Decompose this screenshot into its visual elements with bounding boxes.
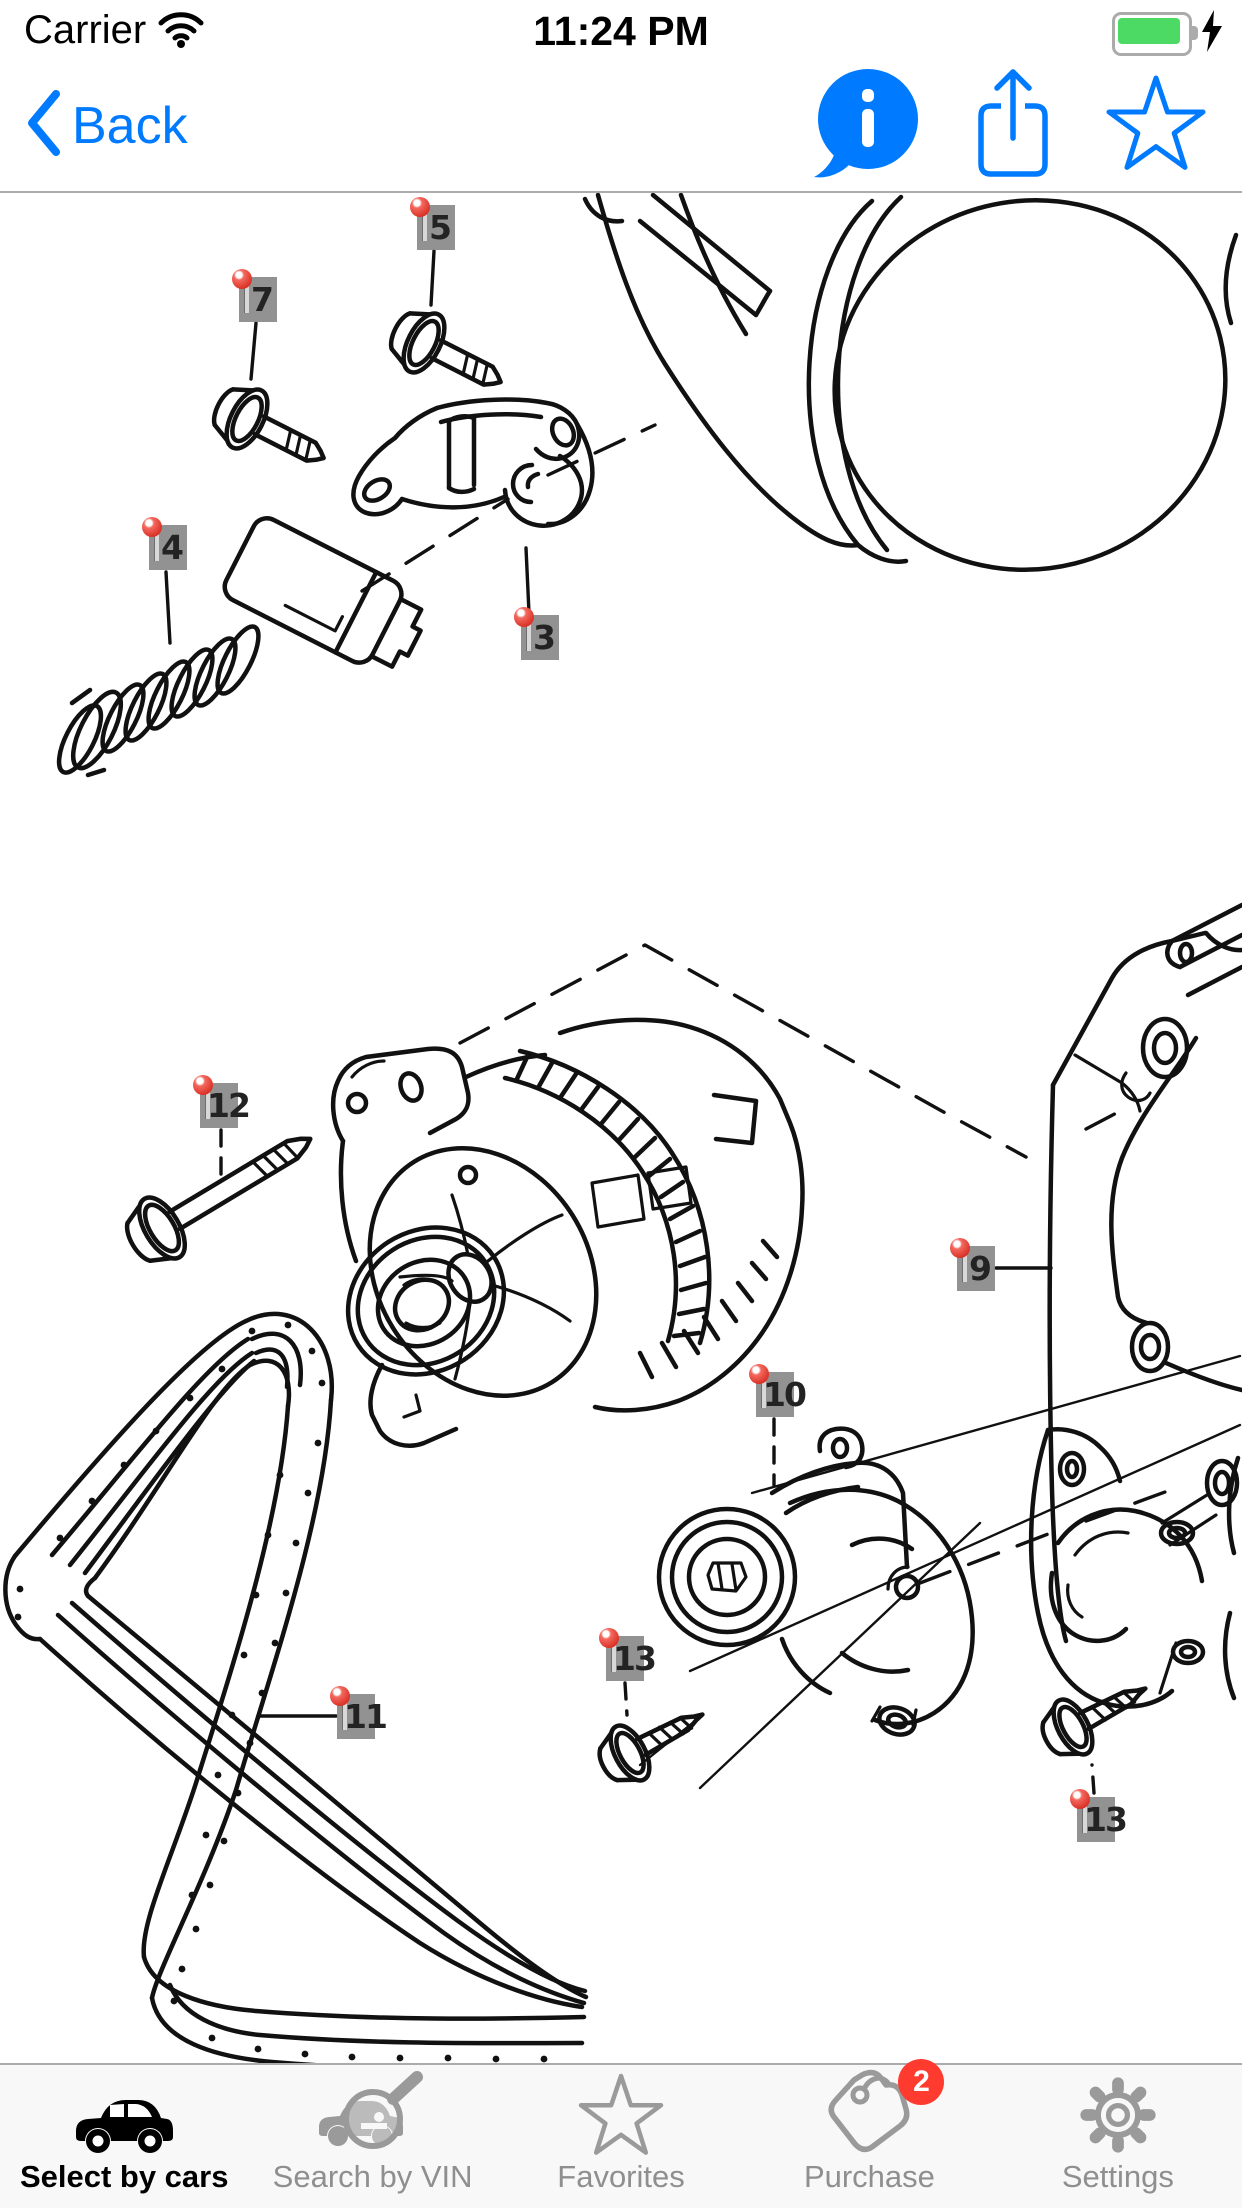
part-label-7[interactable]: 7 (232, 269, 277, 322)
tab-label: Select by cars (19, 2159, 229, 2194)
part-number: 11 (344, 1697, 388, 1736)
back-button[interactable]: Back (26, 60, 188, 191)
part-label-12[interactable]: 12 (193, 1075, 251, 1128)
bolt-5 (388, 311, 503, 387)
tab-label: Purchase (803, 2159, 935, 2194)
pin-stem (962, 1252, 967, 1282)
part-number: 9 (969, 1249, 992, 1288)
nav-bar: Back (0, 60, 1242, 193)
pin-stem (244, 283, 249, 313)
belt-ribs (49, 1331, 588, 2046)
map-pin-icon (232, 269, 252, 289)
alternator (330, 1017, 805, 1448)
diagram-line-art (3, 193, 1242, 2063)
status-time: 11:24 PM (533, 8, 709, 54)
chevron-left-icon (26, 90, 62, 161)
bolt-12 (124, 1136, 313, 1264)
tab-label: Favorites (557, 2159, 685, 2194)
tab-label: Search by VIN (272, 2159, 473, 2194)
map-pin-icon (1070, 1789, 1090, 1809)
part-label-5[interactable]: 5 (410, 197, 455, 250)
tab-label: Settings (1061, 2159, 1174, 2194)
axis-lines (458, 943, 1242, 1790)
part-label-11[interactable]: 11 (330, 1686, 388, 1739)
part-label-4[interactable]: 4 (142, 517, 187, 570)
tab-search-by-vin[interactable]: Search by VIN (248, 2065, 496, 2208)
belt (3, 1311, 589, 2063)
part-label-3[interactable]: 3 (514, 607, 559, 660)
pin-stem (526, 621, 531, 651)
charging-bolt-icon (1200, 10, 1224, 57)
tab-purchase[interactable]: 2 Purchase (745, 2059, 993, 2208)
tab-select-by-cars[interactable]: Select by cars (0, 2065, 248, 2208)
map-pin-icon (193, 1075, 213, 1095)
star-icon (578, 2071, 664, 2155)
wifi-icon (158, 8, 204, 53)
part-number: 12 (207, 1086, 251, 1125)
part-label-13[interactable]: 13 (1070, 1789, 1128, 1842)
map-pin-icon (950, 1238, 970, 1258)
map-pin-icon (410, 197, 430, 217)
map-pin-icon (514, 607, 534, 627)
bracket-3 (351, 397, 657, 593)
pin-stem (611, 1642, 616, 1672)
belt-stipple (14, 1321, 548, 2063)
bolt-7 (211, 387, 326, 463)
pin-stem (342, 1700, 347, 1730)
carrier-label: Carrier (24, 8, 147, 52)
parts-diagram: 5 7 4 3 12 9 10 13 11 13 (0, 193, 1242, 2063)
pin-stem (1082, 1803, 1087, 1833)
part-number: 5 (429, 208, 452, 247)
back-label: Back (72, 96, 188, 155)
part-number: 13 (1084, 1800, 1128, 1839)
favorite-star-icon[interactable] (1106, 74, 1206, 177)
leader-lines (164, 249, 1096, 1795)
pin-stem (761, 1378, 766, 1408)
tag-icon: 2 (824, 2059, 945, 2155)
map-pin-icon (749, 1364, 769, 1384)
pin-stem (205, 1089, 210, 1119)
pump-cylinder (582, 193, 1239, 572)
screw-13-right (1040, 1686, 1148, 1757)
status-bar: Carrier 11:24 PM (0, 0, 1242, 60)
damper-4 (56, 516, 424, 778)
share-icon[interactable] (978, 68, 1048, 183)
water-pump (1028, 1427, 1241, 1709)
part-number: 13 (613, 1639, 657, 1678)
purchase-badge: 2 (898, 2059, 945, 2105)
gear-icon (1078, 2071, 1158, 2155)
part-number: 3 (533, 618, 556, 657)
part-number: 10 (763, 1375, 807, 1414)
part-number: 7 (251, 280, 274, 319)
stator-fins (513, 1052, 709, 1339)
part-label-10[interactable]: 10 (749, 1364, 807, 1417)
tab-bar: Select by cars Search by VIN (0, 2059, 1242, 2208)
tab-favorites[interactable]: Favorites (497, 2065, 745, 2208)
screw-13-left (597, 1712, 705, 1783)
map-pin-icon (330, 1686, 350, 1706)
pin-stem (422, 211, 427, 241)
part-label-13[interactable]: 13 (599, 1628, 657, 1681)
car-search-icon (313, 2071, 433, 2155)
part-number: 4 (161, 528, 184, 567)
engine-bracket-9 (1047, 902, 1242, 1644)
pin-stem (154, 531, 159, 561)
vent-slots (637, 1238, 780, 1380)
map-pin-icon (142, 517, 162, 537)
battery-icon (1112, 11, 1198, 56)
tab-settings[interactable]: Settings (994, 2065, 1242, 2208)
car-icon (68, 2071, 180, 2155)
map-pin-icon (599, 1628, 619, 1648)
part-label-9[interactable]: 9 (950, 1238, 995, 1291)
info-bubble-icon[interactable] (812, 67, 920, 184)
